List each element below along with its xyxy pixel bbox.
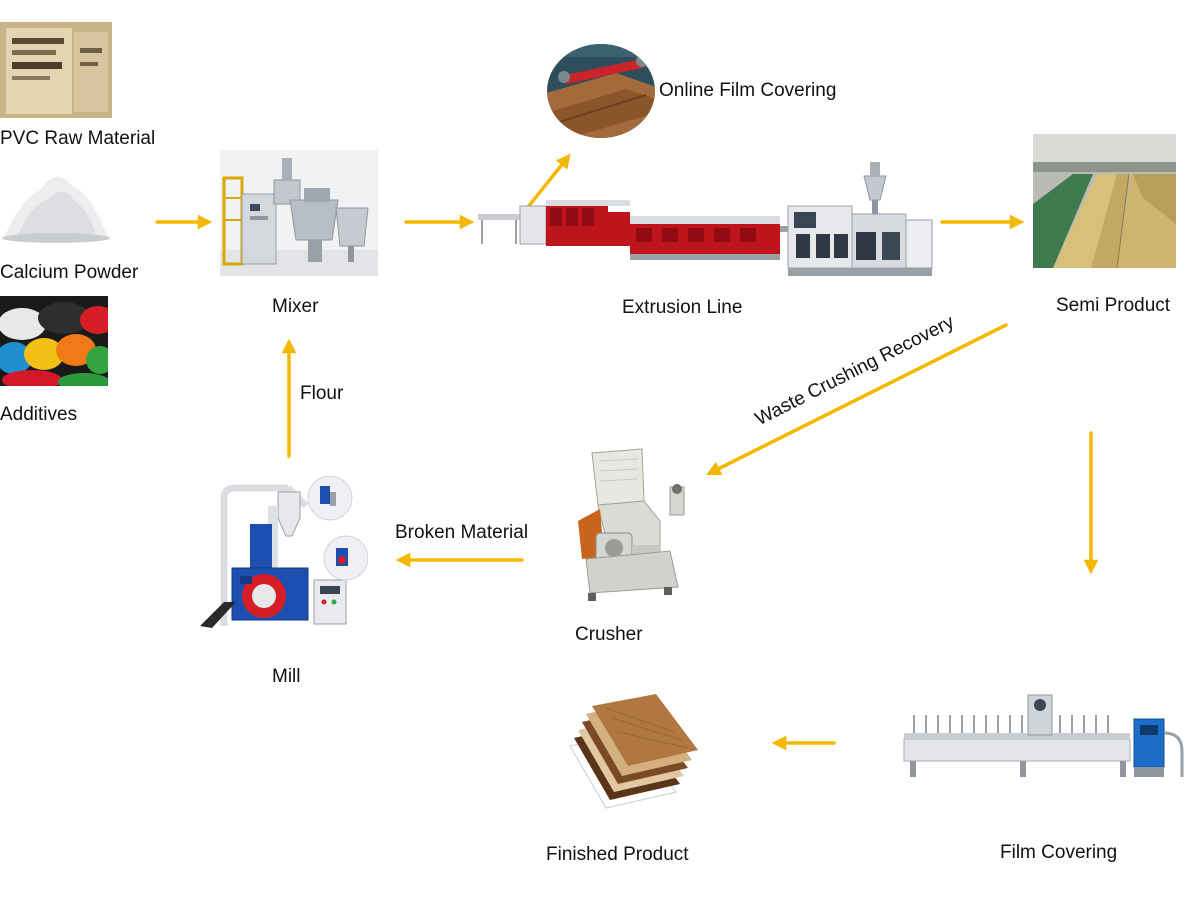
mixer-label: Mixer — [272, 296, 319, 317]
arrow-semi-to-crusher — [706, 323, 1008, 475]
film-covering-roller-icon — [546, 43, 656, 139]
online-film-covering-label: Online Film Covering — [659, 80, 837, 101]
film-covering-machine-icon — [900, 693, 1184, 785]
colored-granules-icon — [0, 296, 108, 386]
extrusion-line-label: Extrusion Line — [622, 297, 743, 318]
arrow-extrusion-to-online-film — [522, 153, 571, 214]
mill-label: Mill — [272, 666, 301, 687]
mixer-machine-icon — [220, 150, 378, 276]
extrusion-line-machine-icon — [476, 156, 936, 290]
raw-material-bags-icon — [0, 22, 112, 118]
film-covering-label: Film Covering — [1000, 842, 1118, 863]
crusher-machine-icon — [574, 447, 692, 605]
crusher-label: Crusher — [575, 624, 643, 645]
wood-panel-stack-icon — [566, 692, 702, 810]
semi-product-boards-icon — [1033, 134, 1176, 268]
pvc-raw-material-label: PVC Raw Material — [0, 128, 156, 149]
mill-machine-icon — [196, 476, 368, 632]
semi-product-label: Semi Product — [1056, 295, 1171, 316]
white-powder-pile-icon — [0, 160, 112, 244]
additives-label: Additives — [0, 404, 78, 425]
finished-product-label: Finished Product — [546, 844, 689, 865]
flour-label: Flour — [300, 383, 344, 404]
broken-material-label: Broken Material — [395, 522, 529, 543]
calcium-powder-label: Calcium Powder — [0, 262, 139, 283]
